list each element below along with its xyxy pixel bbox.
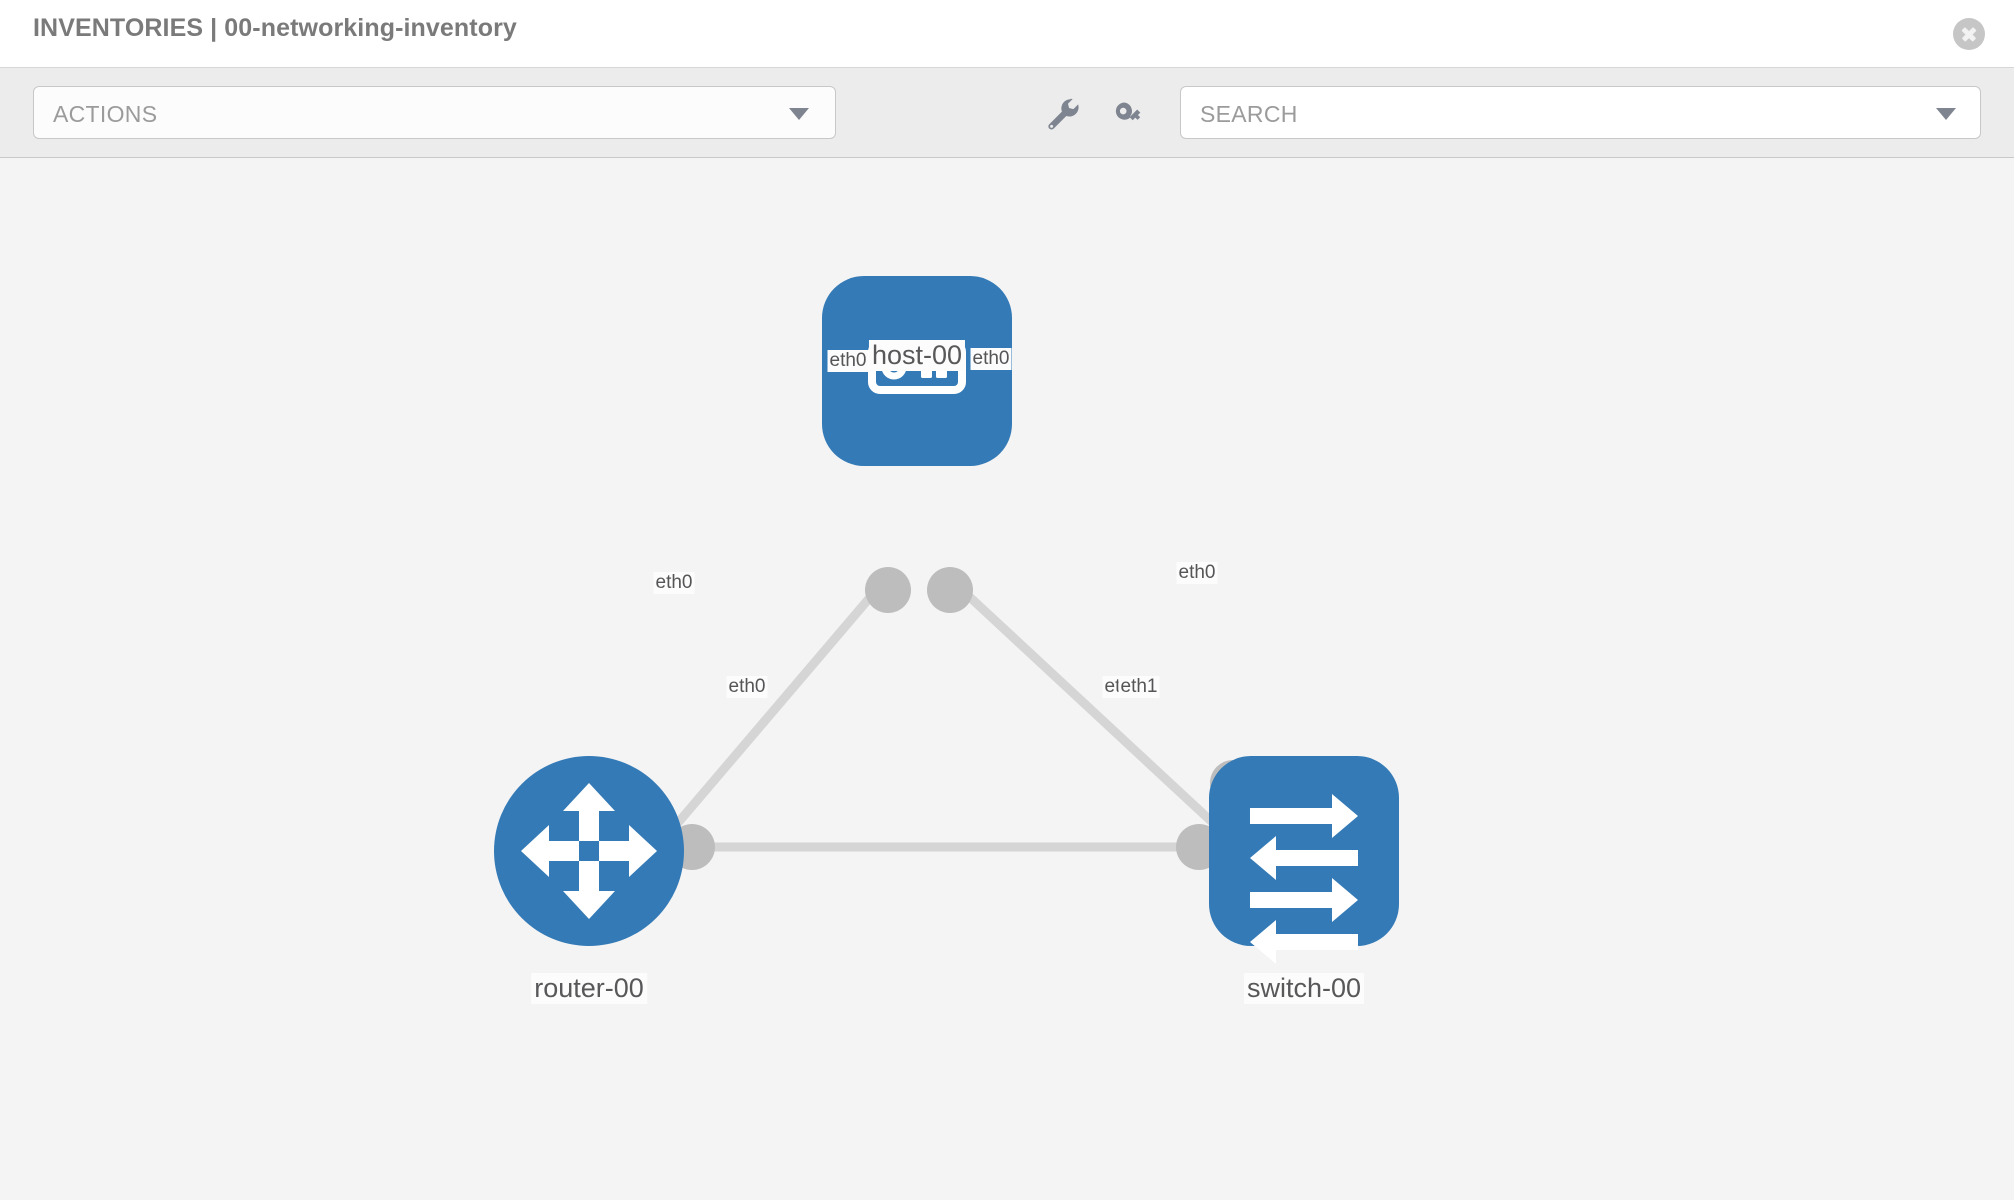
interface-label: eth0 [827,350,869,372]
wrench-icon[interactable] [1043,96,1083,132]
chevron-down-icon[interactable] [1936,108,1956,120]
node-label-router-00: router-00 [531,973,647,1004]
topology-links [644,584,1244,861]
topology-interface-dots [669,567,1256,870]
interface-label: eth0 [653,572,695,594]
actions-dropdown[interactable]: ACTIONS [33,86,836,139]
page-header: INVENTORIES | 00-networking-inventory [0,0,2014,68]
search-input[interactable]: SEARCH [1180,86,1981,139]
close-icon[interactable] [1953,18,1985,50]
link-host00-switch00[interactable] [956,584,1244,852]
topology-canvas[interactable]: eth0 eth0 eth0 eth0 eth0 eth0 eth1 host-… [0,158,2014,1200]
node-router-00[interactable] [494,756,684,946]
node-label-host-00: host-00 [868,340,966,371]
key-icon[interactable] [1110,96,1150,132]
interface-label: eth0 [726,676,768,698]
actions-dropdown-label: ACTIONS [53,101,158,127]
node-label-switch-00: switch-00 [1243,973,1365,1004]
interface-dot[interactable] [927,567,973,613]
interface-label: eth1 [1118,676,1160,698]
page-title: INVENTORIES | 00-networking-inventory [33,14,517,42]
topology-graph [494,276,1399,964]
node-switch-00[interactable] [1209,756,1399,964]
chevron-down-icon [789,108,809,120]
interface-label: eth0 [970,348,1012,370]
search-placeholder: SEARCH [1200,101,1298,127]
toolbar: ACTIONS SEARCH [0,68,2014,158]
link-host00-router00[interactable] [644,585,882,861]
interface-dot[interactable] [865,567,911,613]
interface-label: eth0 [1176,562,1218,584]
